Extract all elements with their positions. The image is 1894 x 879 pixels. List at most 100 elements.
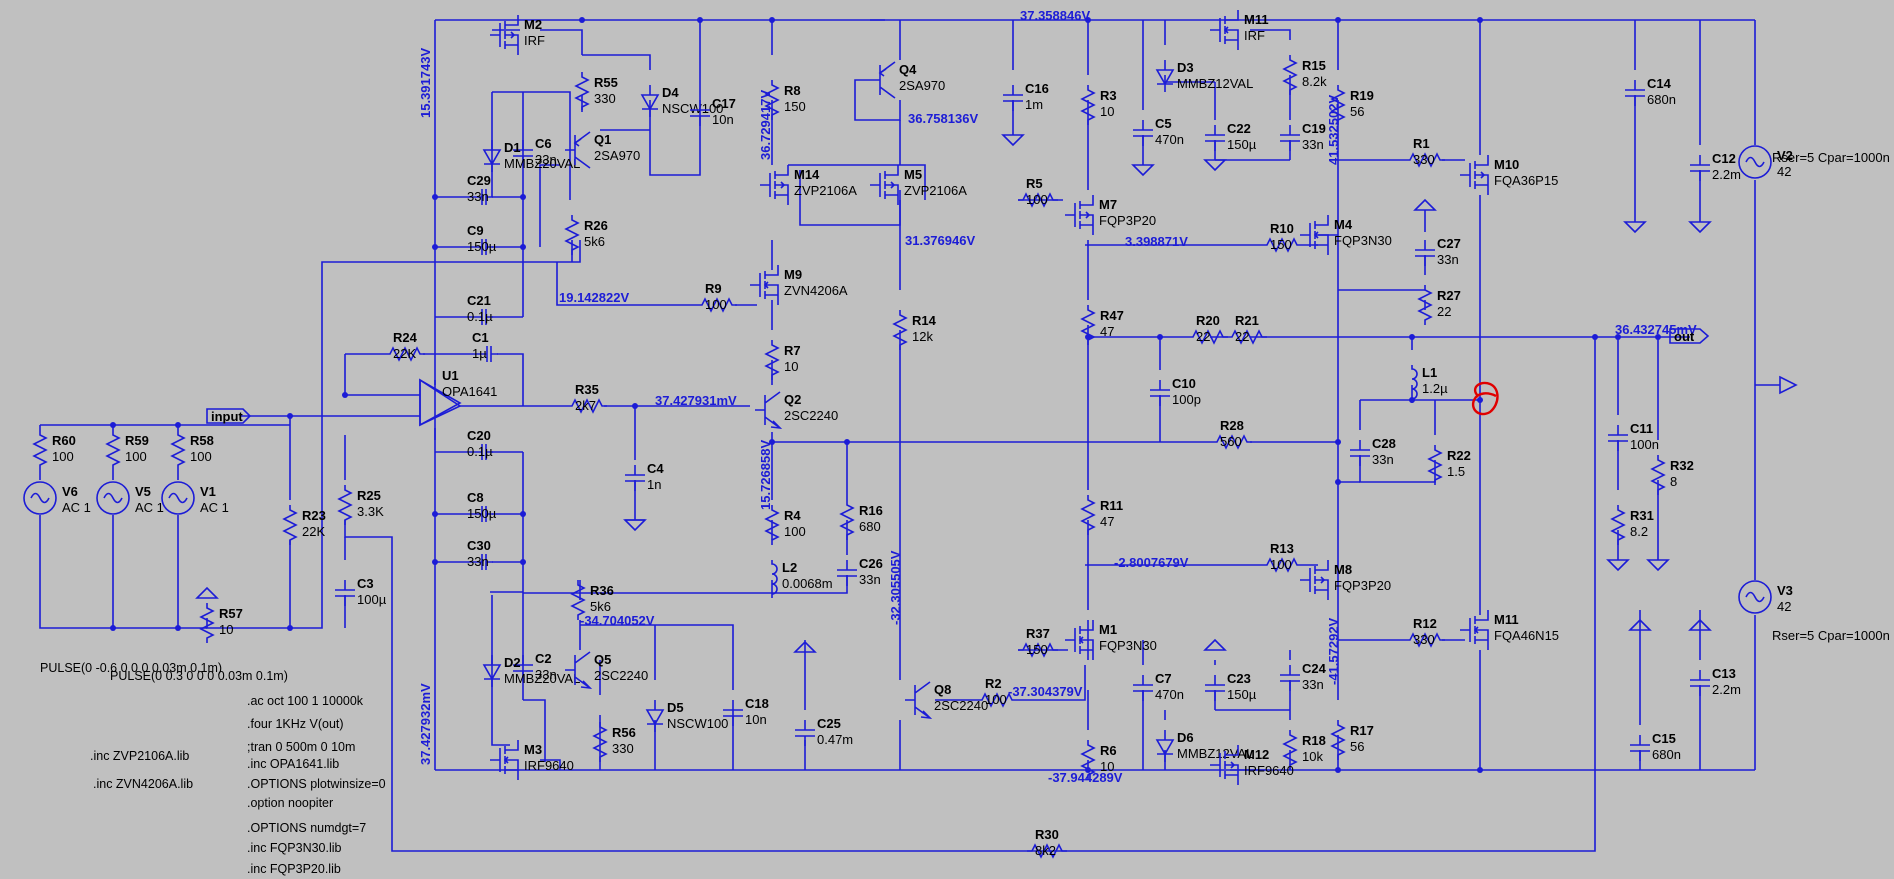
l1-inductor[interactable]: L11.2µ xyxy=(1411,365,1448,403)
output-port[interactable]: out xyxy=(1669,328,1710,344)
l2-inductor[interactable]: L20.0068m xyxy=(771,560,833,598)
input-port[interactable]: input xyxy=(206,408,252,424)
